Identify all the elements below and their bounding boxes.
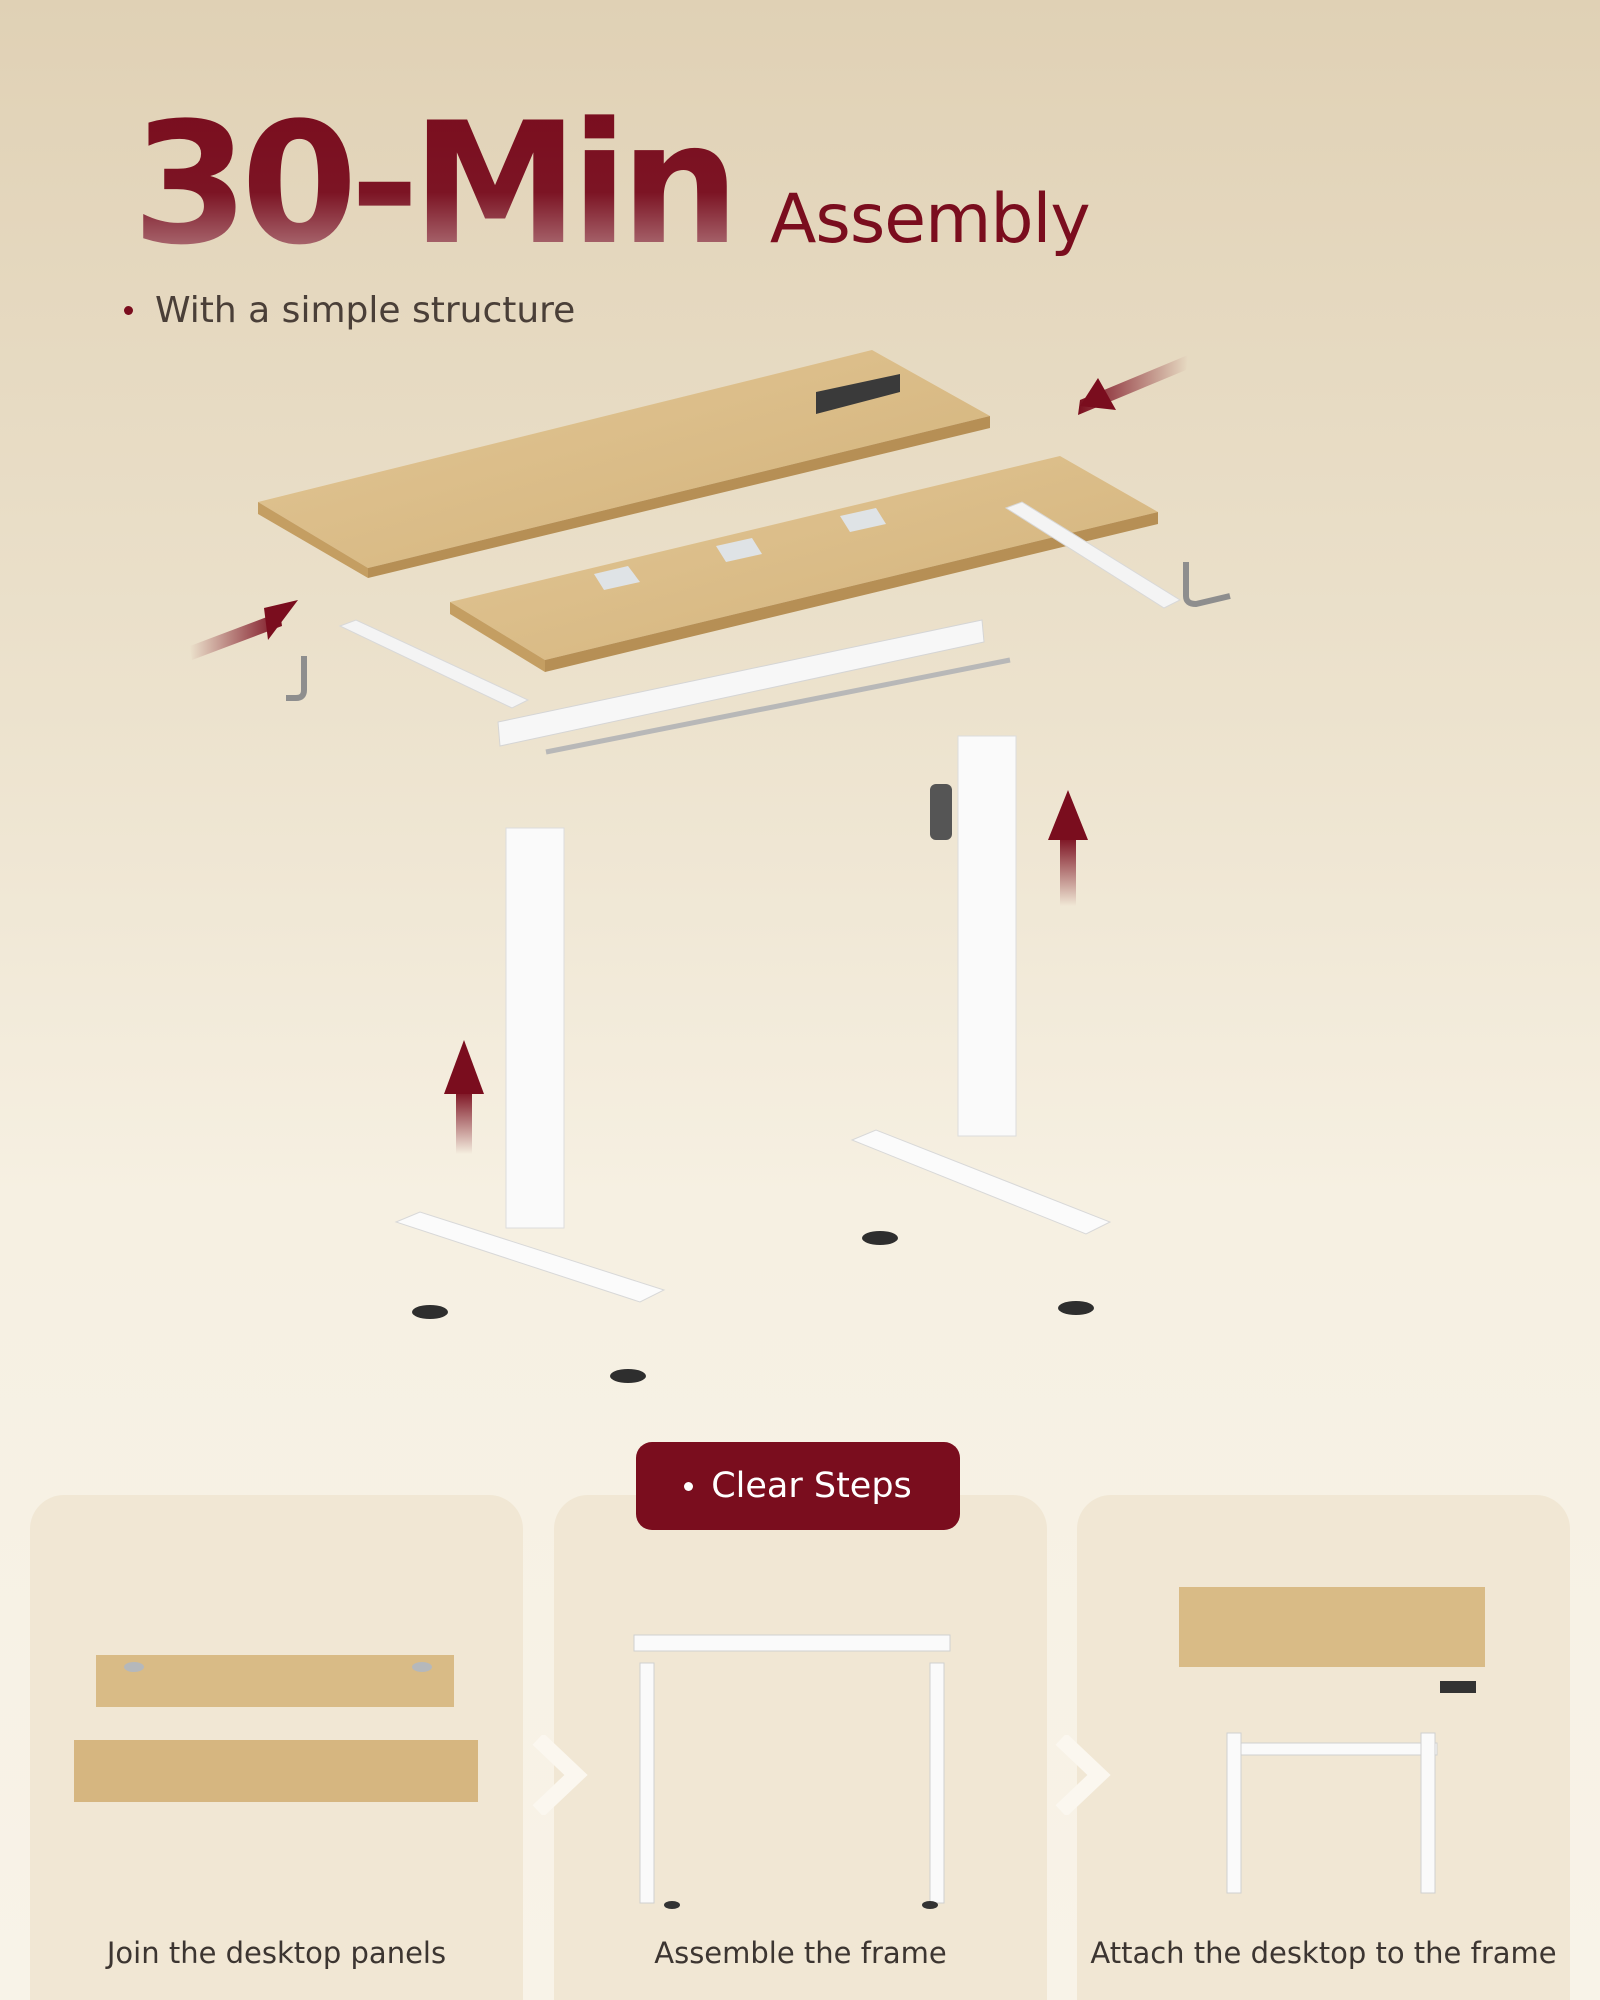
step-2-label: Assemble the frame [654, 1936, 947, 1970]
chevron-right-icon [532, 1735, 588, 1815]
step-3-illustration [1179, 1587, 1485, 1894]
leg-right [850, 735, 1112, 1235]
arrow-icon [190, 600, 298, 660]
clear-steps-badge: Clear Steps [636, 1442, 960, 1530]
hook-left [286, 656, 307, 701]
headline-big: 30-Min [132, 86, 740, 282]
desktop-panel-bottom [450, 456, 1158, 672]
clear-steps-label: Clear Steps [711, 1466, 912, 1506]
step-card-1: Join the desktop panels [30, 1495, 523, 2000]
crossbar [497, 619, 1011, 755]
step-card-3: Attach the desktop to the frame [1077, 1495, 1570, 2000]
control-panel-icon [816, 374, 900, 414]
feature-bullet: With a simple structure [124, 290, 575, 331]
headline: 30-Min Assembly [132, 86, 1091, 282]
side-bracket-right [1004, 501, 1182, 609]
bullet-dot [124, 306, 133, 315]
chevron-right-icon [1055, 1735, 1111, 1815]
step-card-2: Assemble the frame [554, 1495, 1047, 2000]
bullet-dot [684, 1481, 694, 1491]
side-bracket-left [338, 619, 530, 709]
exploded-desk-illustration [190, 350, 1231, 1383]
leg-left [394, 827, 666, 1303]
desktop-panel-top [258, 350, 990, 578]
step-1-illustration [74, 1655, 478, 1802]
arrow-icon [1078, 355, 1188, 415]
step-1-label: Join the desktop panels [106, 1936, 447, 1970]
step-3-label: Attach the desktop to the frame [1090, 1936, 1557, 1970]
arrow-up-icon [1048, 790, 1088, 906]
step-2-illustration [633, 1634, 951, 1909]
arrow-up-icon [444, 1040, 484, 1154]
headline-suffix: Assembly [769, 180, 1091, 259]
foot-levelers [412, 1231, 1094, 1383]
feature-bullet-text: With a simple structure [155, 290, 576, 331]
hook-right [1183, 562, 1231, 608]
